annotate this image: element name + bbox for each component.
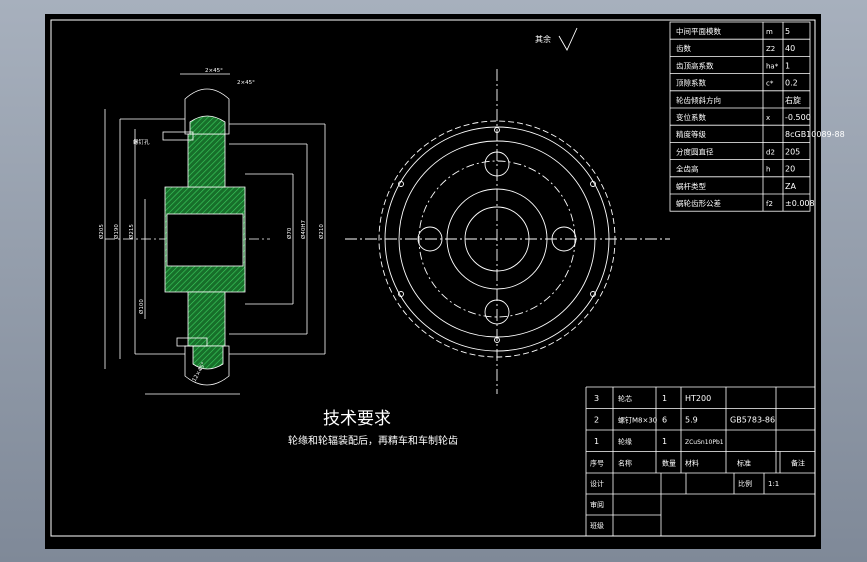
bom-material: ZCuSn10Pb1	[685, 439, 724, 446]
section-dim-label: Ø215	[128, 224, 135, 239]
tech-requirements-title: 技术要求	[323, 409, 391, 429]
bom-no: 2	[594, 416, 599, 425]
web-hole-right	[551, 226, 577, 252]
bom-header: 名称	[618, 459, 632, 468]
title-block-label: 班级	[590, 521, 604, 530]
title-block-label: 设计	[590, 479, 604, 488]
param-label: 变位系数	[676, 112, 706, 122]
bom-no: 1	[594, 437, 599, 446]
section-dim-label: Ø205	[98, 224, 105, 239]
roughness-label: 其余	[535, 34, 551, 44]
bolt-circle	[418, 160, 576, 318]
bom-qty: 1	[662, 437, 667, 446]
scale-value: 1:1	[768, 480, 779, 488]
scale-label: 比例	[738, 479, 752, 488]
param-symbol: x	[766, 114, 770, 122]
bom-header: 数量	[662, 459, 676, 468]
bom-material: HT200	[685, 394, 711, 403]
drawing-sheet: 其余 中间平面模数 m 5 齿数 Z2 40 齿顶高系数 ha* 1 顶隙系数 c* 0.2 轮齿倾斜方…	[45, 14, 845, 549]
rim-circle	[398, 140, 596, 338]
bom-no: 3	[594, 394, 599, 403]
gear-section-view	[104, 73, 326, 395]
param-value: 1	[785, 61, 790, 70]
roughness-symbol: 其余	[535, 27, 578, 51]
web-upper	[187, 133, 226, 188]
bom-header: 序号	[590, 459, 604, 468]
rim-lower-hatch	[192, 345, 224, 370]
param-value: 8cGB10089-88	[785, 130, 845, 139]
bom-qty: 1	[662, 394, 667, 403]
screw-hole-label: 螺钉孔	[133, 138, 150, 146]
bom-name: 轮芯	[618, 394, 632, 403]
bom-name: 轮缘	[618, 437, 632, 446]
title-block-label: 审阅	[590, 500, 604, 509]
param-value: 40	[785, 44, 795, 53]
bom-header: 标准	[737, 459, 751, 468]
gear-front-view	[345, 69, 670, 394]
section-dim-label: Ø70	[286, 227, 293, 239]
section-dim-label: Ø210	[318, 224, 325, 239]
param-label: 中间平面模数	[676, 26, 721, 36]
section-dim-label: 2×45°	[237, 80, 255, 86]
bom-qty: 6	[662, 416, 667, 425]
section-dim-label: Ø40H7	[300, 220, 307, 239]
param-label: 蜗轮齿形公差	[676, 198, 721, 208]
sheet-border	[50, 19, 816, 537]
section-dim-label: Ø190	[113, 224, 120, 239]
param-symbol: f2	[766, 200, 773, 208]
param-value: -0.500	[785, 113, 811, 122]
param-label: 齿顶高系数	[676, 60, 714, 70]
param-value: 5	[785, 27, 790, 36]
bom-header: 备注	[791, 459, 805, 468]
rim-lower	[184, 345, 230, 386]
param-label: 轮齿倾斜方向	[676, 95, 721, 105]
bore-circle	[464, 206, 530, 272]
param-label: 齿数	[676, 43, 691, 53]
param-value: 20	[785, 165, 795, 174]
rim-upper-hatch	[189, 115, 226, 135]
roughness-icon	[558, 27, 578, 51]
param-label: 分度圆直径	[676, 146, 714, 156]
section-dim-label: Ø100	[138, 299, 145, 314]
web-hole-top	[484, 151, 510, 177]
param-symbol: c*	[766, 80, 774, 88]
param-label: 顶隙系数	[676, 78, 706, 88]
section-dim-label: 2×45°	[205, 68, 223, 74]
drawing-canvas: 其余 中间平面模数 m 5 齿数 Z2 40 齿顶高系数 ha* 1 顶隙系数 c* 0.2 轮齿倾斜方…	[50, 19, 845, 537]
bom-header: 材料	[685, 459, 699, 468]
param-label: 蜗杆类型	[676, 181, 706, 191]
bom-name: 螺钉M8×30	[618, 416, 657, 425]
param-symbol: h	[766, 166, 770, 174]
param-symbol: ha*	[766, 62, 779, 70]
param-value: ZA	[785, 182, 796, 191]
bom-material: 5.9	[685, 416, 698, 425]
web-hole-bottom	[484, 299, 510, 325]
hub-circle	[446, 188, 548, 290]
rim-upper	[184, 88, 230, 135]
param-label: 精度等级	[676, 129, 706, 139]
param-value: 0.2	[785, 79, 798, 88]
gear-parameters-table: 中间平面模数 m 5 齿数 Z2 40 齿顶高系数 ha* 1 顶隙系数 c* 0.2 轮齿倾斜方向 右旋…	[669, 21, 845, 212]
param-value: 205	[785, 147, 800, 156]
param-symbol: Z2	[766, 45, 775, 53]
param-symbol: d2	[766, 148, 775, 156]
tech-requirements-text: 轮缘和轮辐装配后，再精车和车制轮齿	[288, 434, 458, 447]
bom-standard: GB5783-86	[730, 416, 775, 425]
param-label: 全齿高	[676, 164, 699, 174]
param-value: ±0.008	[785, 199, 815, 208]
bore	[166, 213, 244, 267]
param-symbol: m	[766, 28, 773, 36]
param-value: 右旋	[785, 95, 801, 105]
outer-circle	[378, 120, 616, 358]
screw-lower	[176, 337, 208, 347]
web-hole-left	[417, 226, 443, 252]
screw-upper	[162, 131, 194, 141]
